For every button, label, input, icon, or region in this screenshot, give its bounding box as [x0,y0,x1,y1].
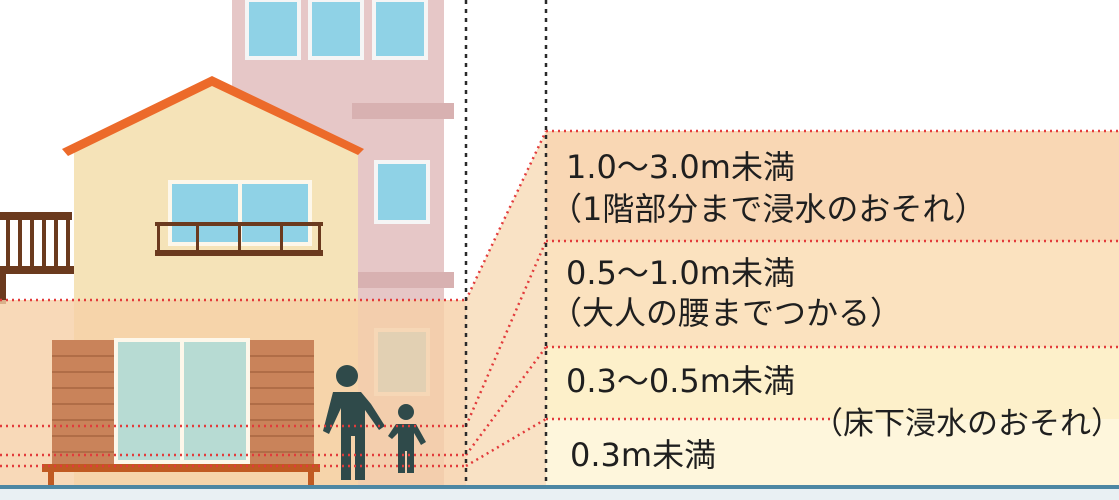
depth-label-1-note: （1階部分まで浸水のおそれ） [550,190,987,228]
house-ground-floor [42,338,320,485]
depth-label-2-note: （大人の腰までつかる） [550,294,903,332]
depth-band-2 [546,241,1119,347]
level-lines [0,129,1119,468]
depth-label-1-range: 1.0〜3.0m未満 [566,148,795,186]
depth-band-3 [546,347,1119,419]
building-window [308,0,364,60]
building-window [245,0,301,60]
people-icon [323,365,426,480]
depth-label-2-range: 0.5〜1.0m未満 [566,254,795,292]
porch-deck [42,464,320,472]
depth-projection [466,131,546,485]
building-window [374,160,430,224]
depth-label-3-range: 0.3〜0.5m未満 [566,362,795,400]
ground-line [0,485,1119,489]
shared-note-label: （床下浸水のおそれ） [812,406,1119,442]
building-window [372,0,428,60]
depth-band-4 [546,419,1119,485]
depth-band-1 [546,131,1119,241]
depth-label-4-range: 0.3m未満 [570,436,717,474]
